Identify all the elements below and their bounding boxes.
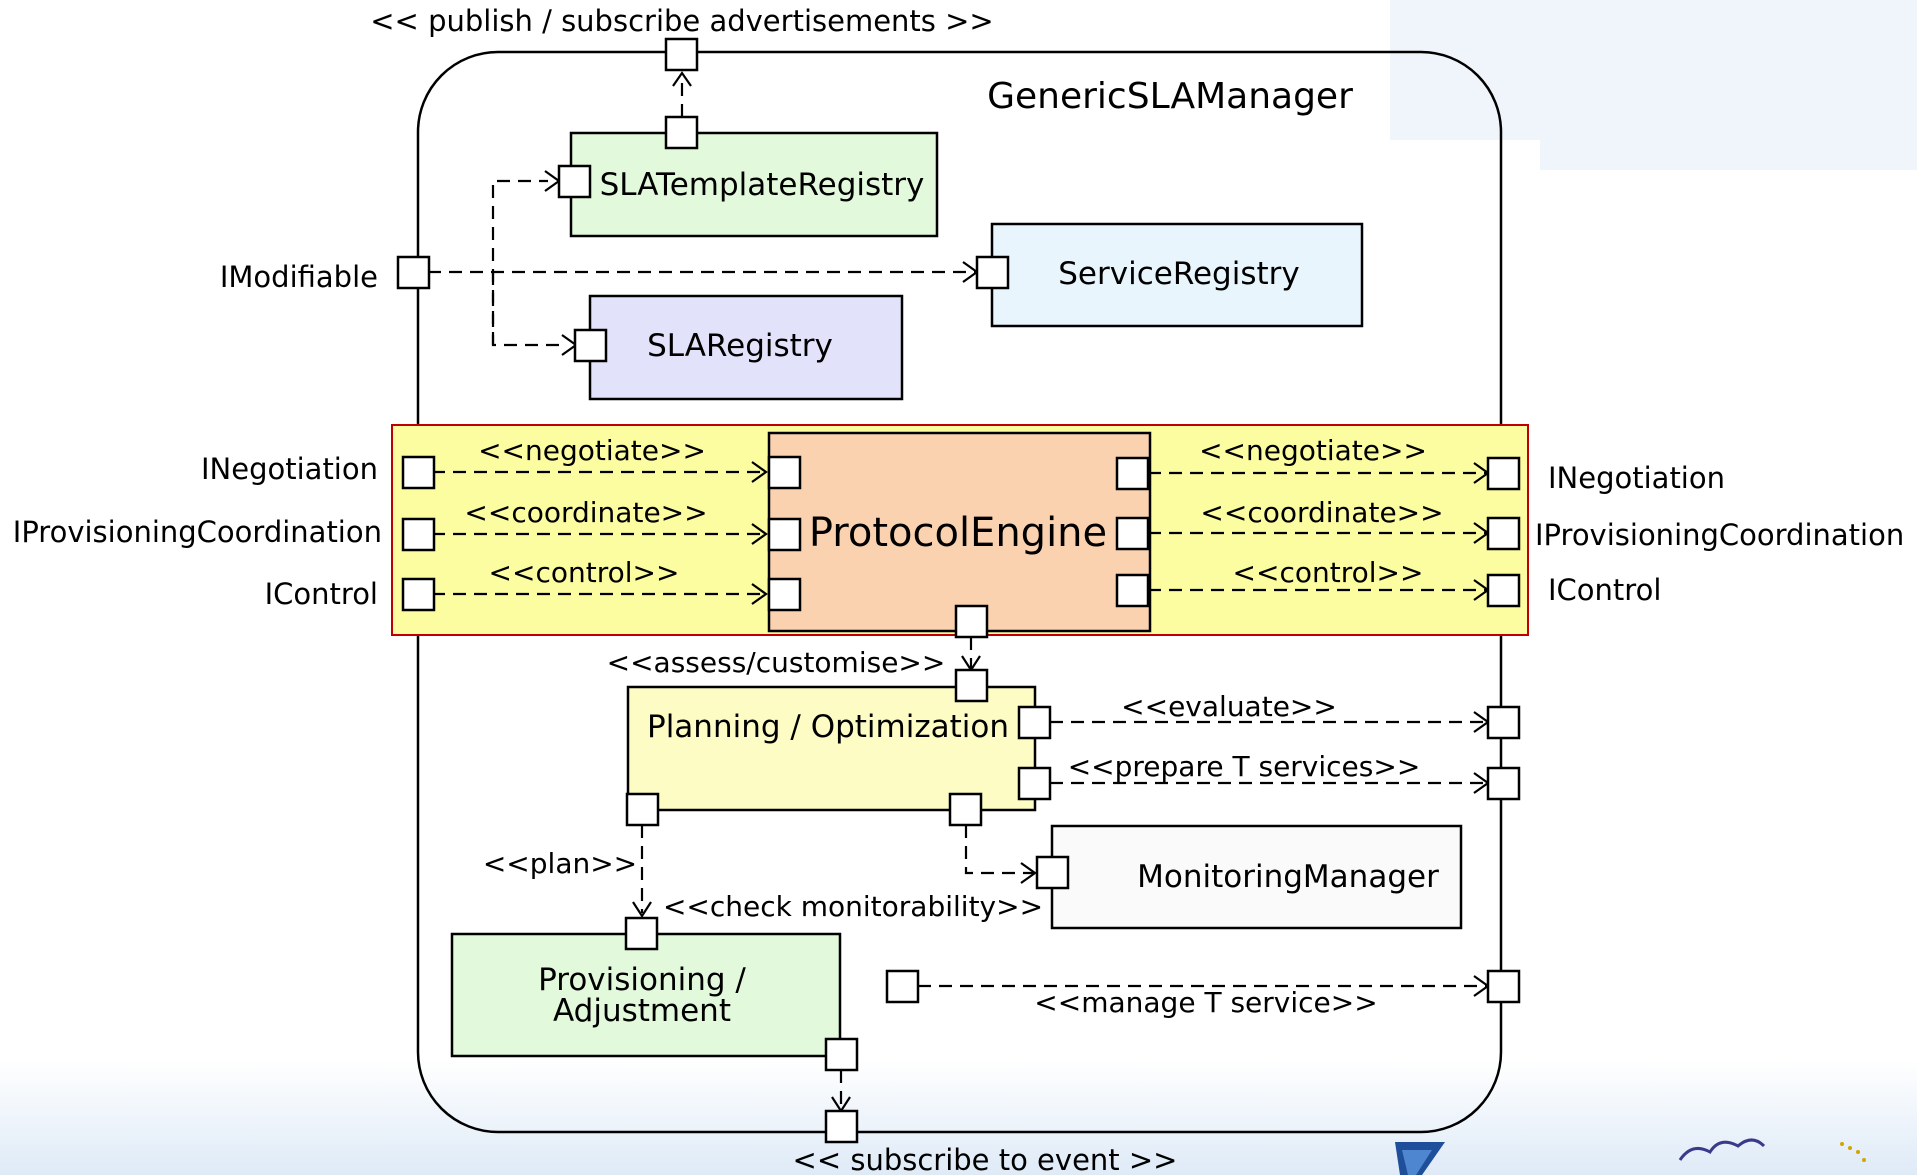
protocol-engine[interactable]: ProtocolEngine — [767, 431, 1152, 633]
monitoring-manager-label: MonitoringManager — [1137, 859, 1439, 895]
port-pe-right-control[interactable] — [1115, 573, 1150, 608]
planning-optimization[interactable]: Planning / Optimization — [626, 685, 1037, 812]
protocol-engine-label: ProtocolEngine — [809, 510, 1107, 556]
port-publish-outer[interactable] — [664, 37, 699, 72]
left-negotiate-arrowhead — [751, 461, 768, 483]
port-pe-right-negotiate[interactable] — [1115, 456, 1150, 491]
manage-label: <<manage T service>> — [1034, 986, 1377, 1019]
provisioning-label-line1: Provisioning / — [538, 962, 746, 998]
port-right-prepare[interactable] — [1486, 766, 1521, 801]
provisioning-label-line2: Adjustment — [553, 993, 731, 1029]
plan-label: <<plan>> — [483, 847, 637, 880]
port-right-evaluate[interactable] — [1486, 705, 1521, 740]
port-pe-left-negotiate[interactable] — [767, 455, 802, 490]
imodifiable-label: IModifiable — [220, 260, 378, 294]
right-control-label: <<control>> — [1233, 556, 1424, 589]
sla-template-registry[interactable]: SLATemplateRegistry — [569, 131, 939, 238]
right-icontrol-label: IControl — [1548, 573, 1661, 607]
fp7-logo — [1395, 1142, 1445, 1175]
port-subscribe-outer[interactable] — [824, 1109, 859, 1144]
left-icontrol-label: IControl — [265, 577, 378, 611]
subscribe-event-label: << subscribe to event >> — [793, 1143, 1178, 1175]
port-pe-left-control[interactable] — [767, 577, 802, 612]
port-right-provisioning[interactable] — [1486, 516, 1521, 551]
sla-template-registry-label: SLATemplateRegistry — [600, 167, 925, 203]
provisioning-adjustment[interactable]: Provisioning / Adjustment — [450, 932, 842, 1058]
left-inegotiation-label: INegotiation — [201, 452, 378, 486]
port-pe-right-coordinate[interactable] — [1115, 516, 1150, 551]
right-iprovisioning-label: IProvisioningCoordination — [1535, 518, 1904, 552]
publish-subscribe-label: << publish / subscribe advertisements >> — [370, 4, 993, 38]
port-provisioning-bottom[interactable] — [824, 1037, 859, 1072]
left-coordinate-label: <<coordinate>> — [464, 496, 707, 529]
port-planning-evaluate[interactable] — [1017, 705, 1052, 740]
port-sla-registry[interactable] — [573, 328, 608, 363]
sla-registry-label: SLARegistry — [647, 328, 833, 364]
left-negotiate-label: <<negotiate>> — [478, 434, 706, 467]
left-coordinate-arrowhead — [751, 523, 768, 545]
port-monitoring-left[interactable] — [1035, 855, 1070, 890]
sla-registry[interactable]: SLARegistry — [588, 294, 904, 401]
port-right-control[interactable] — [1486, 573, 1521, 608]
ports — [396, 37, 1521, 1144]
planning-to-monitoring-arrowhead — [1020, 862, 1037, 884]
evaluate-label: <<evaluate>> — [1121, 690, 1337, 723]
port-service-registry[interactable] — [975, 255, 1010, 290]
port-planning-bottom-left[interactable] — [625, 792, 660, 827]
plan-arrowhead — [632, 901, 652, 919]
service-registry[interactable]: ServiceRegistry — [990, 222, 1364, 328]
service-registry-label: ServiceRegistry — [1058, 256, 1299, 292]
port-left-negotiation[interactable] — [401, 455, 436, 490]
port-pe-left-coordinate[interactable] — [767, 517, 802, 552]
monitoring-manager[interactable]: MonitoringManager — [1050, 824, 1463, 930]
right-coordinate-label: <<coordinate>> — [1200, 496, 1443, 529]
port-provisioning-top[interactable] — [624, 916, 659, 951]
port-right-negotiation[interactable] — [1486, 456, 1521, 491]
left-control-arrowhead — [751, 583, 768, 605]
assess-customise-label: <<assess/customise>> — [607, 646, 946, 679]
right-inegotiation-label: INegotiation — [1548, 461, 1725, 495]
left-control-label: <<control>> — [489, 556, 680, 589]
imodifiable-to-sla-registry — [491, 272, 566, 347]
check-monitorability-label: <<check monitorability>> — [663, 890, 1043, 923]
port-right-manage[interactable] — [1486, 969, 1521, 1004]
prepare-label: <<prepare T services>> — [1068, 750, 1421, 783]
port-planning-top[interactable] — [954, 668, 989, 703]
generic-sla-manager-title: GenericSLAManager — [987, 76, 1353, 117]
port-manage-left[interactable] — [885, 969, 920, 1004]
port-planning-prepare[interactable] — [1017, 766, 1052, 801]
nessi-logo — [1678, 1138, 1866, 1162]
port-pe-bottom[interactable] — [954, 604, 989, 639]
port-left-control[interactable] — [401, 577, 436, 612]
port-sla-template-left[interactable] — [557, 164, 592, 199]
imodifiable-to-sla-template — [491, 179, 548, 345]
port-left-provisioning[interactable] — [401, 517, 436, 552]
left-iprovisioning-label: IProvisioningCoordination — [13, 515, 382, 549]
port-planning-bottom-right[interactable] — [948, 792, 983, 827]
publish-arrowhead — [672, 71, 692, 87]
port-sla-template-top[interactable] — [664, 115, 699, 150]
right-negotiate-label: <<negotiate>> — [1199, 434, 1427, 467]
planning-to-monitoring-connector — [964, 825, 1034, 875]
port-imodifiable[interactable] — [396, 255, 431, 290]
planning-optimization-label: Planning / Optimization — [647, 709, 1009, 745]
